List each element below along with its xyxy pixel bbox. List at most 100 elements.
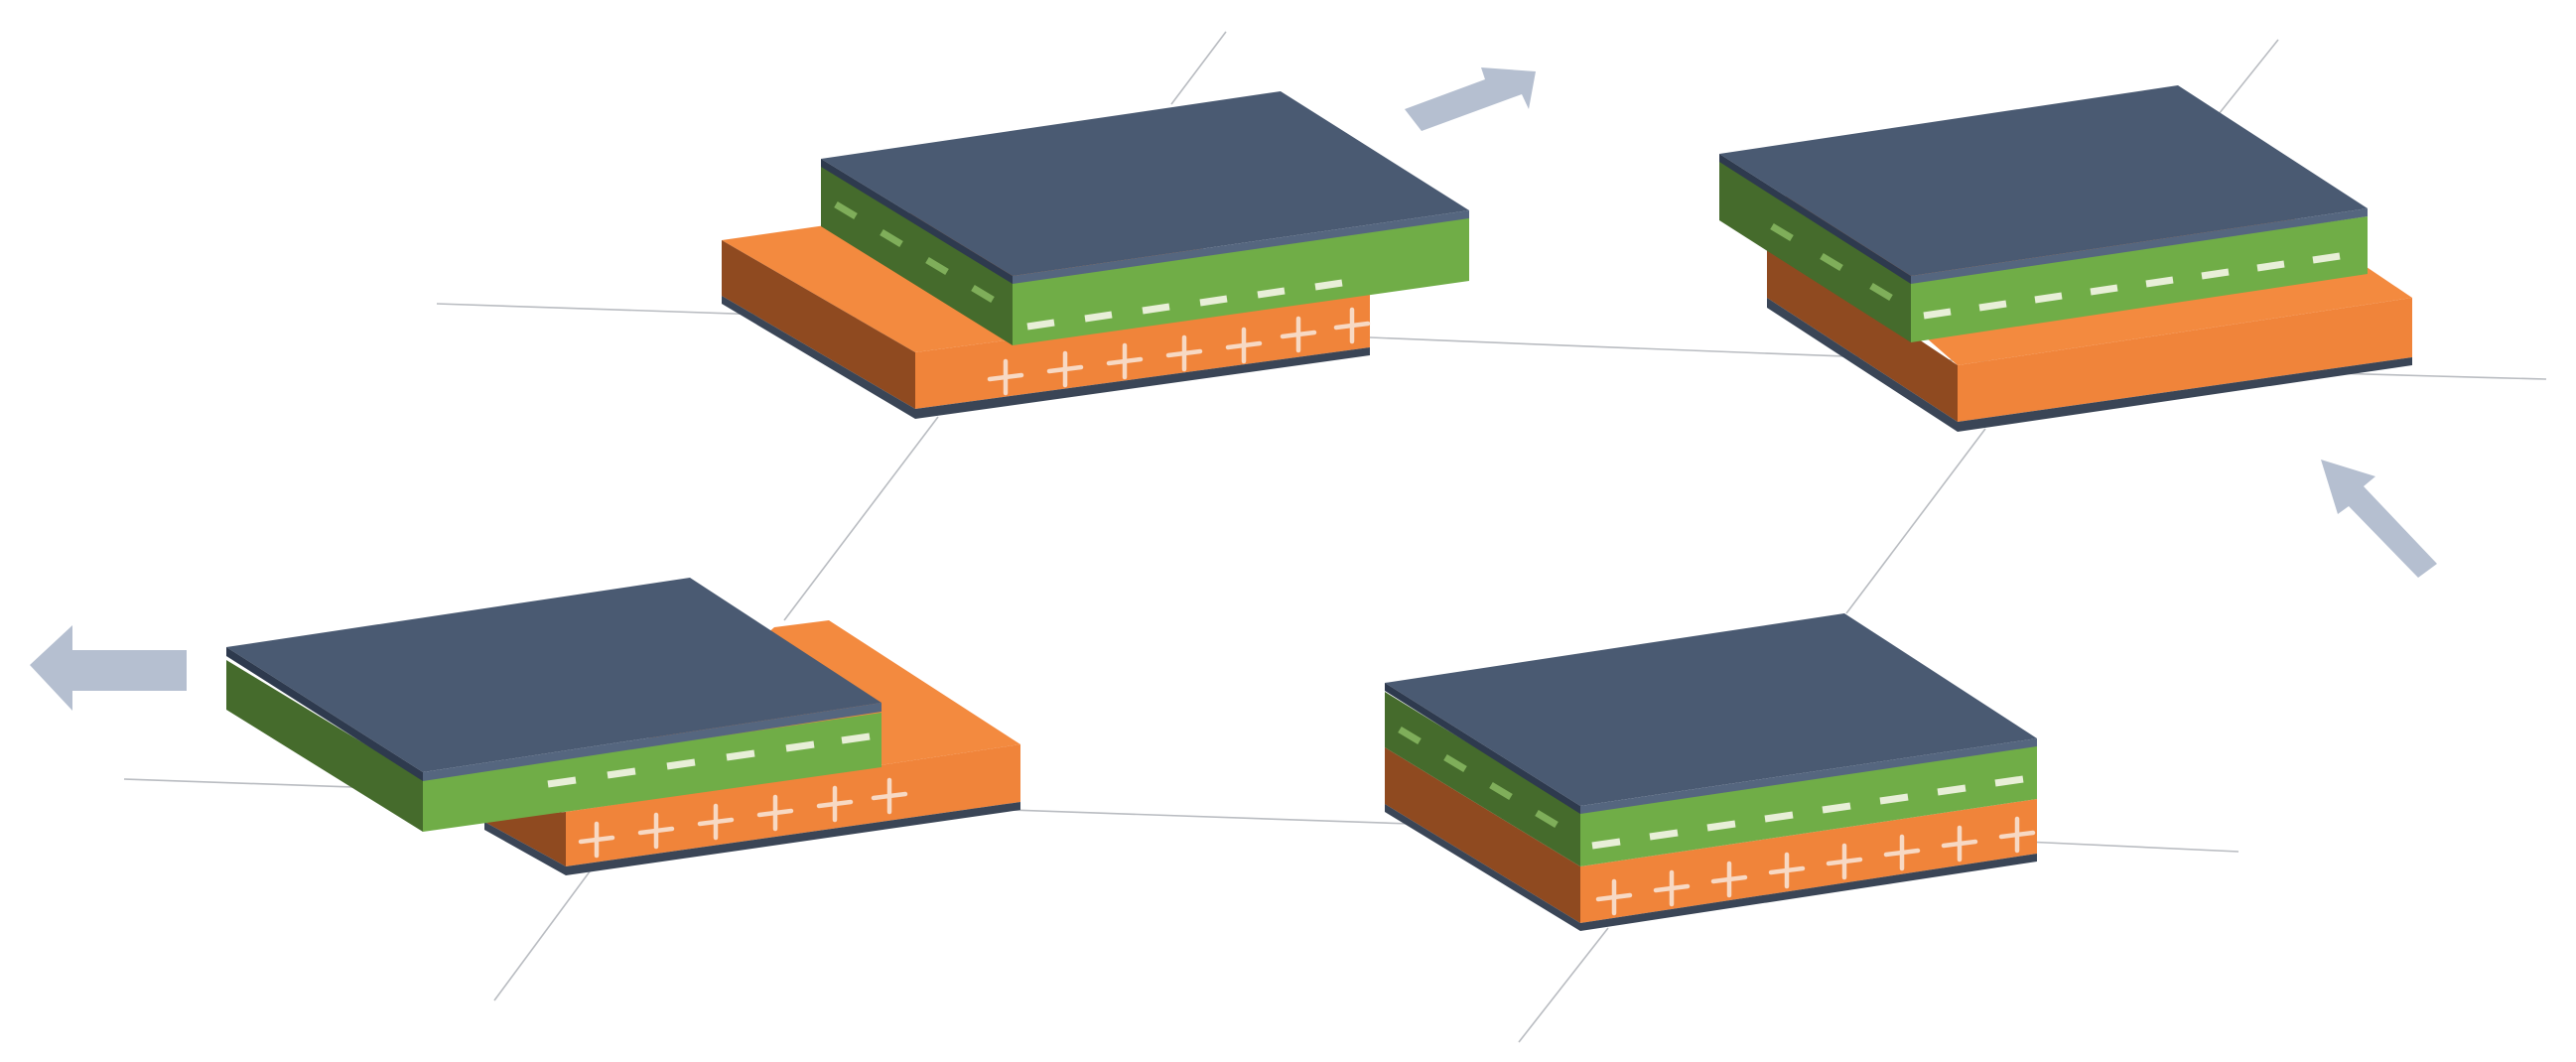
positive-plate-front [915, 293, 1370, 409]
plus-mark [816, 785, 854, 823]
minus-mark [1937, 784, 1966, 796]
positive-plate-side [484, 812, 566, 866]
plus-mark [1595, 878, 1633, 916]
module-top-left [722, 91, 1469, 419]
negative-marks-side [1770, 222, 1893, 302]
base-edge [1767, 298, 2412, 432]
positive-plate-front [566, 744, 1020, 866]
negative-marks-front [547, 732, 871, 788]
positive-plate-side [722, 240, 915, 409]
minus-mark [2090, 284, 2118, 296]
minus-mark [547, 776, 577, 788]
top-plate-front-edge [1911, 208, 2368, 284]
plus-mark [1710, 861, 1748, 898]
minus-mark [2145, 276, 2174, 288]
minus-mark [1084, 311, 1113, 323]
minus-mark [1770, 222, 1794, 242]
minus-mark [1199, 295, 1228, 307]
arrow-right [2321, 460, 2437, 578]
minus-mark [1820, 252, 1843, 272]
plus-mark [1280, 316, 1317, 353]
top-plate-edge [226, 647, 423, 781]
minus-mark [2201, 268, 2230, 280]
minus-mark [607, 767, 636, 779]
minus-mark [1535, 809, 1559, 829]
minus-mark [1443, 753, 1467, 773]
negative-layer-side [821, 163, 1013, 345]
minus-mark [1314, 279, 1343, 291]
guide-line-10 [1518, 927, 1609, 1043]
negative-marks-front [1026, 279, 1343, 331]
top-plate-edge [821, 159, 1013, 284]
plus-mark [1653, 869, 1691, 907]
minus-mark [1591, 838, 1621, 850]
module-bottom-right [1385, 613, 2037, 931]
minus-mark [2034, 292, 2063, 304]
plus-mark [1333, 307, 1371, 344]
guide-line-8 [2218, 39, 2279, 115]
plus-mark [871, 777, 908, 815]
negative-marks-side [1398, 726, 1559, 829]
module-bottom-left [226, 578, 1020, 875]
negative-layer-side [1719, 159, 1911, 342]
plus-mark [637, 812, 675, 850]
plus-mark [1826, 843, 1863, 880]
negative-marks-front [1591, 775, 2024, 850]
top-plate-edge [1385, 683, 1580, 814]
plus-mark [987, 358, 1024, 396]
top-plate-surface [1385, 613, 2037, 806]
minus-mark [1142, 303, 1170, 315]
minus-mark [1923, 308, 1952, 320]
guide-line-6 [783, 416, 939, 621]
arrow-top [1405, 67, 1536, 131]
positive-plate-side [1767, 238, 1958, 422]
negative-marks-side [834, 200, 995, 304]
positive-plate-front [1580, 799, 2037, 923]
guide-line-7 [493, 863, 597, 1001]
minus-mark [880, 228, 903, 248]
positive-marks [578, 777, 908, 859]
top-plate-surface [1719, 85, 2368, 276]
plus-mark [1998, 816, 2036, 854]
minus-mark [971, 284, 995, 304]
guide-line-5 [1170, 31, 1227, 105]
plus-mark [1046, 350, 1084, 388]
minus-mark [834, 200, 858, 220]
top-plate-surface [226, 578, 881, 772]
negative-layer-side [1385, 692, 1580, 866]
negative-layer-front [1013, 216, 1469, 345]
minus-mark [785, 740, 815, 752]
negative-marks-front [1923, 252, 2341, 320]
guide-line-9 [1845, 428, 1986, 614]
minus-mark [1649, 829, 1679, 841]
minus-mark [1994, 775, 2024, 787]
negative-layer-front [1911, 216, 2368, 342]
minus-mark [1257, 287, 1286, 299]
minus-mark [1398, 726, 1422, 745]
minus-mark [2312, 252, 2341, 264]
plus-mark [1941, 825, 1978, 863]
plus-mark [578, 821, 615, 859]
minus-mark [841, 732, 871, 744]
guide-line-4 [2024, 841, 2239, 853]
plus-mark [1768, 852, 1806, 889]
positive-plate-side [1385, 747, 1580, 923]
plus-mark [1225, 327, 1263, 364]
negative-layer-front [1580, 744, 2037, 866]
minus-mark [1706, 820, 1736, 832]
negative-layer-front [423, 713, 881, 832]
minus-mark [666, 758, 696, 770]
minus-mark [925, 256, 949, 276]
minus-mark [1869, 282, 1893, 302]
plus-mark [756, 794, 794, 832]
minus-mark [1879, 793, 1909, 805]
top-plate-front-edge [1580, 738, 2037, 814]
minus-mark [1489, 781, 1513, 801]
top-plate-edge [1719, 154, 1911, 284]
motion-arrows [30, 67, 2437, 711]
plus-mark [1165, 334, 1203, 372]
minus-mark [1764, 811, 1794, 823]
plus-mark [697, 803, 735, 841]
module-top-right [1719, 85, 2412, 432]
